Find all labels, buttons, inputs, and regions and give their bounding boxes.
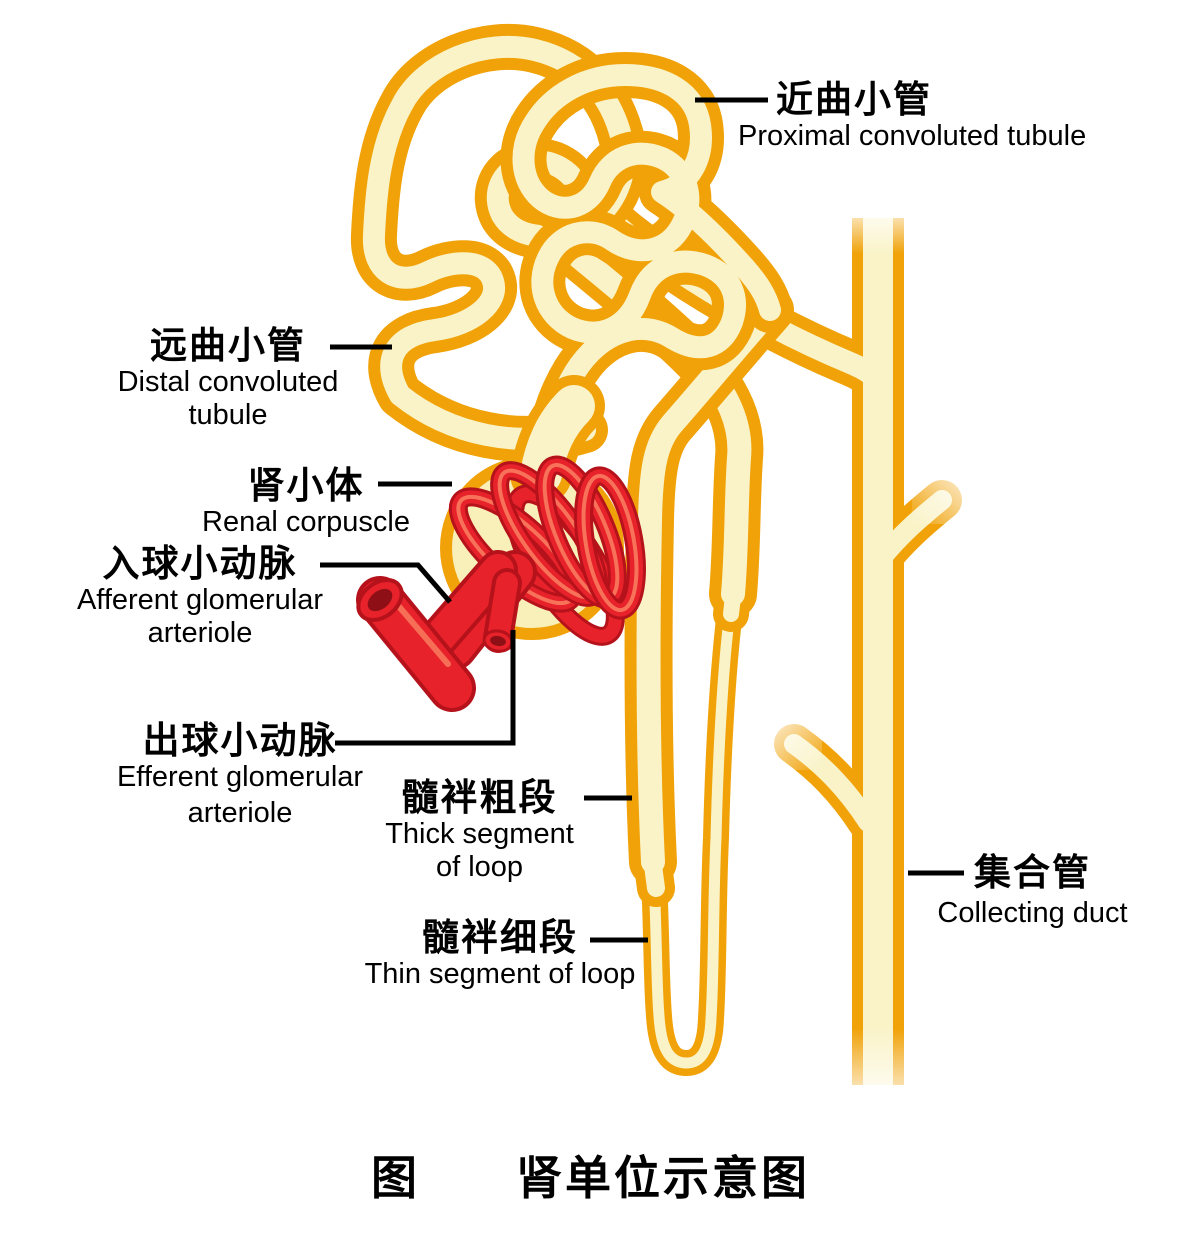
figure-caption-title: 肾单位示意图	[516, 1152, 810, 1204]
branch-lower-fade	[758, 712, 822, 770]
label-efferent-en2: arteriole	[187, 797, 293, 829]
label-proximal-zh: 近曲小管	[776, 79, 932, 120]
label-proximal-tubule: 近曲小管 Proximal convoluted tubule	[700, 80, 1170, 153]
descending-limb-group	[624, 286, 794, 907]
afferent-highlight	[387, 593, 451, 667]
label-renal-corpuscle: 肾小体 Renal corpuscle	[156, 466, 456, 539]
label-collecting-duct: 集合管 Collecting duct	[915, 853, 1150, 933]
figure-caption-prefix: 图	[371, 1152, 420, 1204]
label-thick-en2: of loop	[435, 851, 524, 883]
label-thick-en1: Thick segment	[385, 818, 574, 850]
label-thin-zh: 髓袢细段	[422, 917, 578, 958]
label-corpuscle-en: Renal corpuscle	[202, 506, 410, 538]
label-thin-segment: 髓袢细段 Thin segment of loop	[335, 918, 665, 991]
label-distal-en2: tubule	[188, 399, 268, 431]
label-afferent-en2: arteriole	[147, 617, 253, 649]
label-distal-zh: 远曲小管	[150, 325, 306, 366]
thin-segment-group	[640, 575, 746, 1076]
afferent-open-end	[356, 578, 404, 622]
label-proximal-en: Proximal convoluted tubule	[738, 120, 1087, 152]
proximal-convoluted-tubule-group	[500, 52, 793, 491]
glomerulus-group	[356, 455, 646, 712]
label-afferent-arteriole: 入球小动脉 Afferent glomerular arteriole	[45, 544, 355, 650]
label-corpuscle-zh: 肾小体	[247, 465, 365, 506]
label-efferent-arteriole: 出球小动脉 Efferent glomerular arteriole	[80, 721, 400, 832]
label-efferent-zh: 出球小动脉	[142, 720, 338, 761]
duct-top-fade	[840, 200, 918, 254]
label-thick-segment: 髓袢粗段 Thick segment of loop	[372, 778, 587, 884]
branch-upper-fade	[912, 464, 974, 524]
label-thick-zh: 髓袢粗段	[401, 777, 558, 818]
label-collecting-en: Collecting duct	[937, 897, 1128, 929]
distal-convoluted-tubule-group	[350, 23, 647, 462]
label-distal-tubule: 远曲小管 Distal convoluted tubule	[60, 326, 396, 432]
label-distal-en1: Distal convoluted	[117, 366, 339, 398]
label-afferent-zh: 入球小动脉	[102, 543, 298, 584]
label-afferent-en1: Afferent glomerular	[76, 584, 324, 616]
afferent-leader-line	[320, 562, 452, 604]
efferent-open-end	[482, 629, 514, 653]
efferent-leader-line	[335, 630, 516, 746]
label-efferent-en1: Efferent glomerular	[116, 761, 364, 793]
leader-lines	[320, 97, 964, 943]
figure-caption: 图 肾单位示意图	[0, 1142, 1181, 1208]
glomerulus-capillary-loops	[448, 455, 646, 646]
label-collecting-zh: 集合管	[974, 852, 1091, 893]
duct-bottom-fade	[840, 1028, 918, 1114]
label-thin-en: Thin segment of loop	[364, 958, 636, 990]
